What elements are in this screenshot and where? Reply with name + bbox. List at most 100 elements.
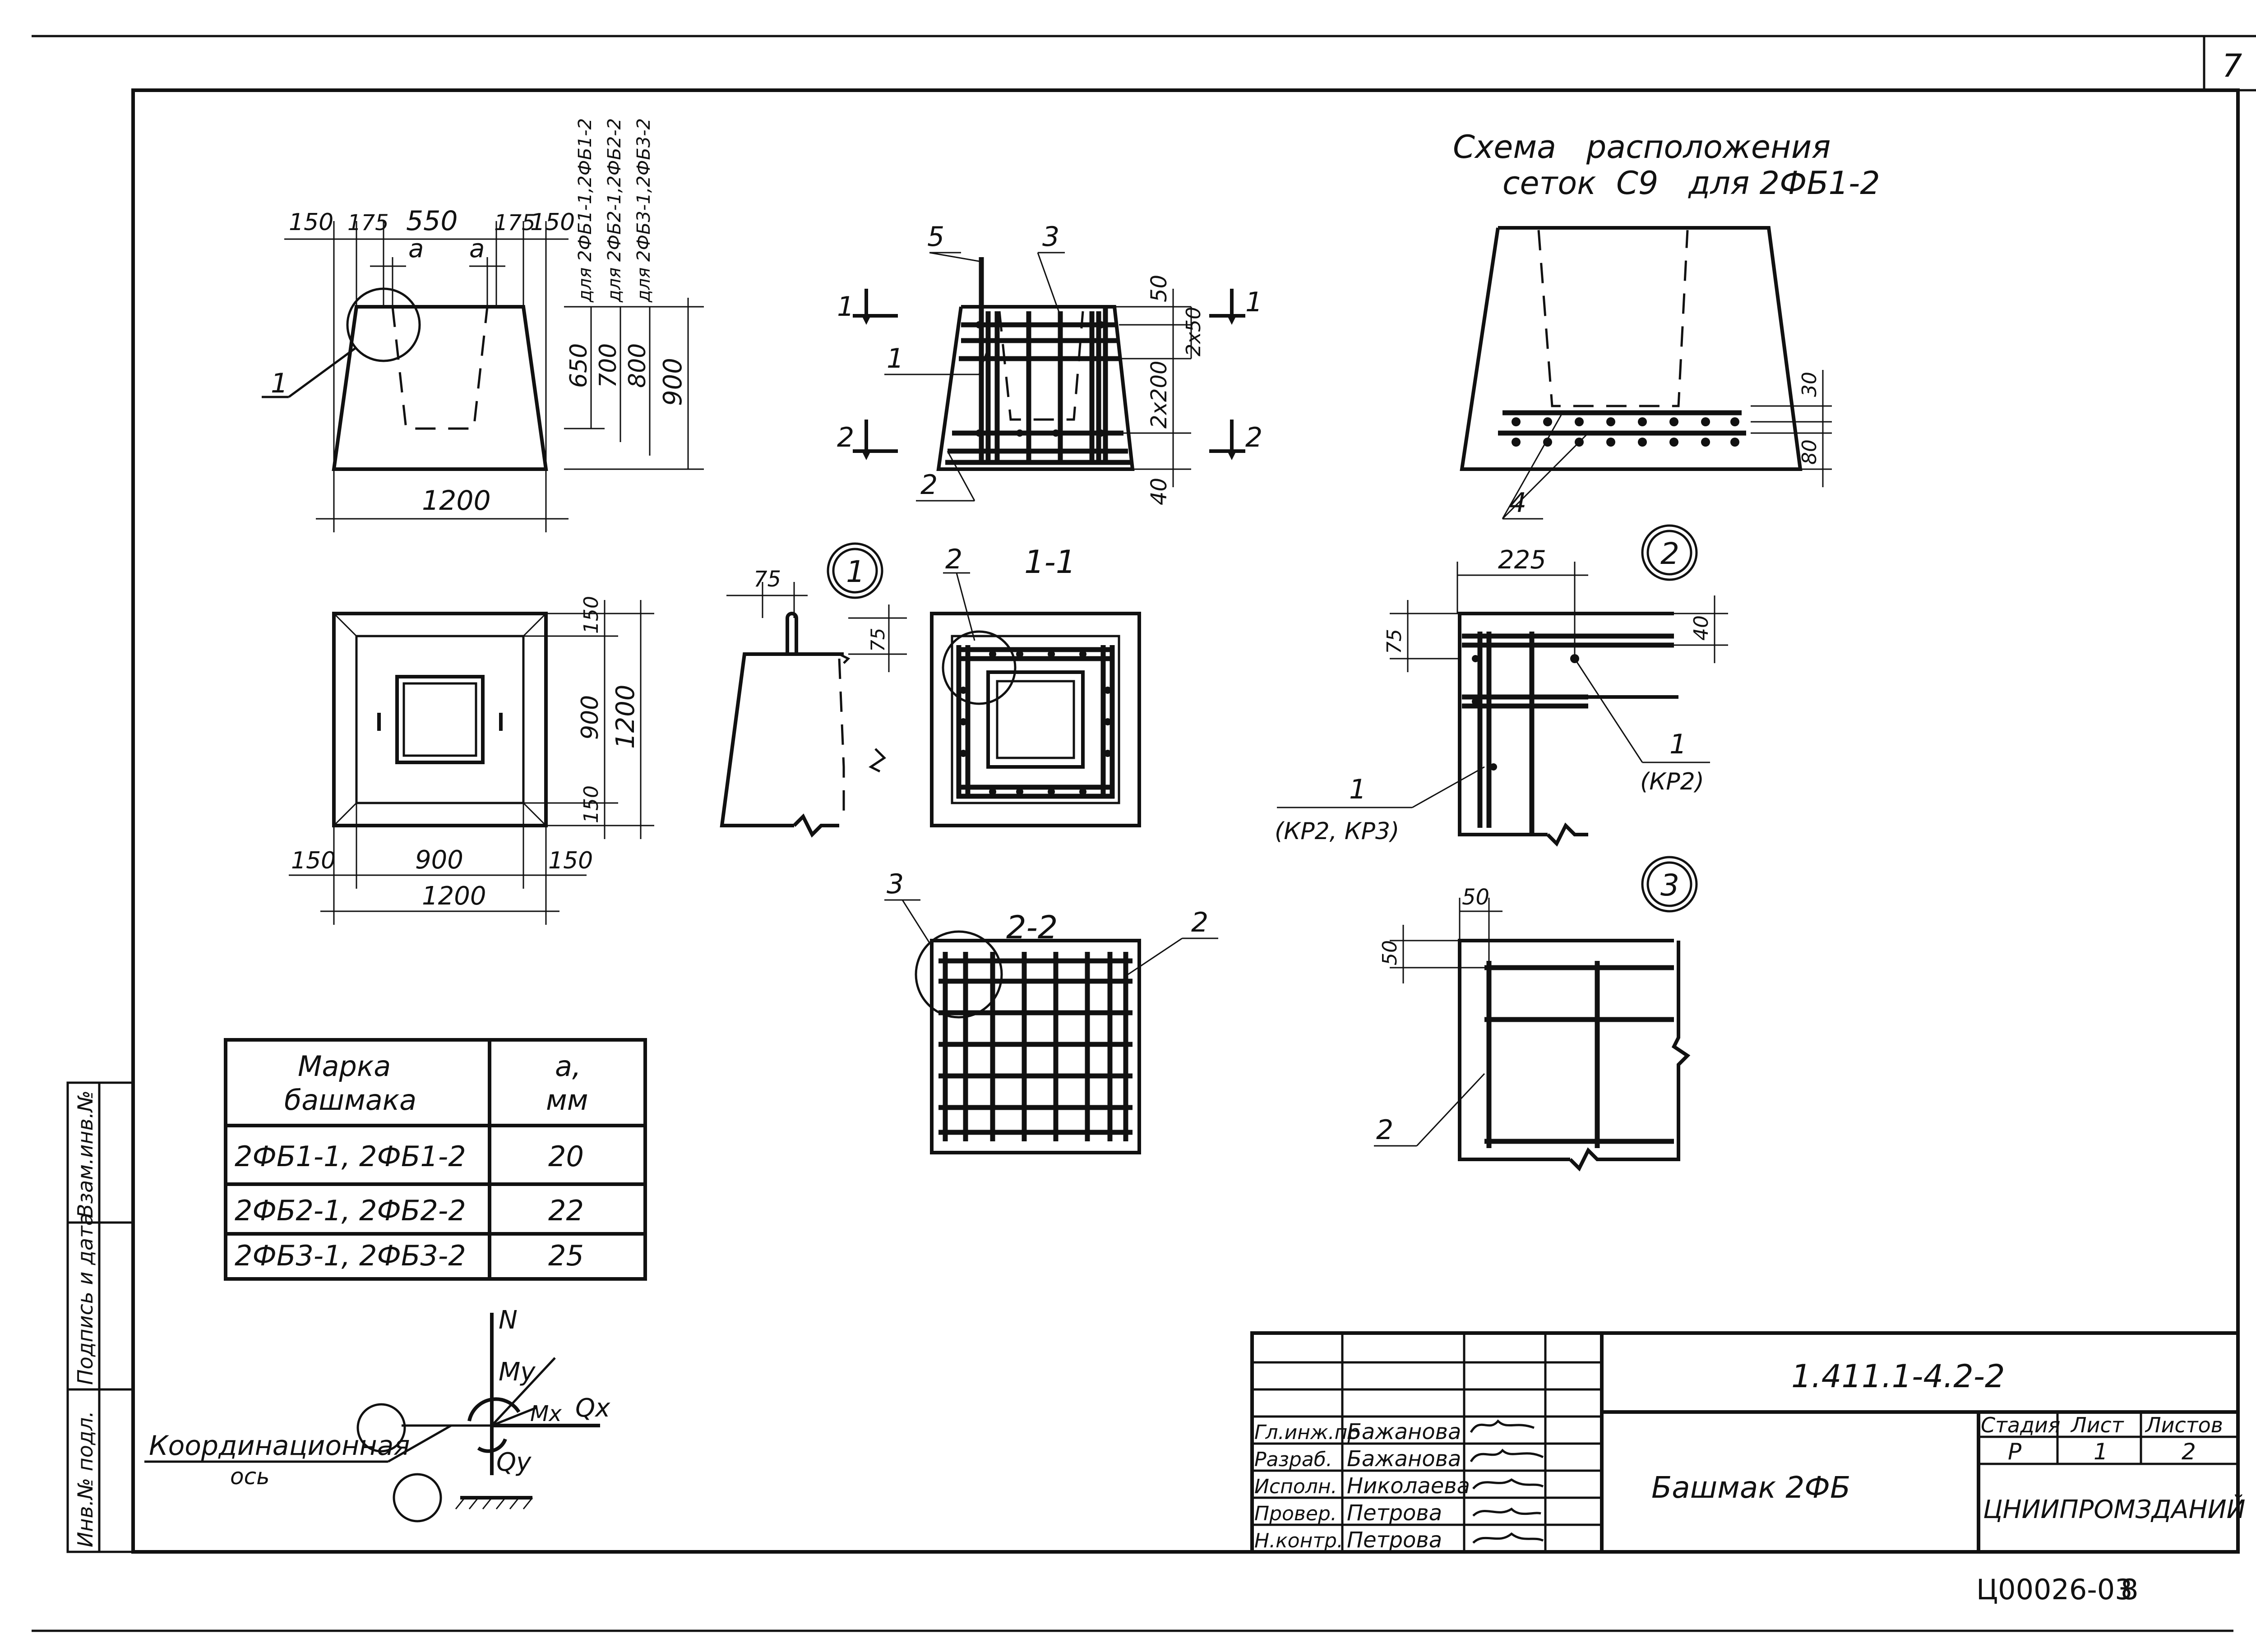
detail-marker-1-label: 1 (846, 554, 865, 589)
section-1-1: 1-1 2 (930, 544, 1141, 827)
signer-name-3: Николаева (1347, 1473, 1470, 1499)
detail-marker-2-label: 2 (1660, 536, 1679, 571)
callout-1-rebar: 1 (887, 343, 904, 374)
mesh-dim-30: 30 (1798, 372, 1821, 397)
detail-marker-3-inner (1646, 861, 1692, 907)
dim-top-175b: 175 (494, 210, 536, 235)
rebar-section: 1 2 1 2 5 3 1 2 (837, 221, 1262, 505)
section-2-2: 2-2 3 2 (884, 868, 1218, 1154)
callout-1: 1 (271, 368, 288, 399)
sheet-value: 1 (2094, 1439, 2108, 1465)
margin-label-sign: Подпись и дата (73, 1213, 97, 1385)
detail-marker-3-outer (1641, 856, 1698, 913)
gap-label-a-left: а (408, 234, 424, 263)
archive-page: 8 (2121, 1573, 2138, 1606)
detail2-callout-b-sub: (КР2) (1640, 768, 1704, 795)
dim-top-175a: 175 (347, 210, 389, 235)
plan-bottom-150a: 150 (291, 847, 336, 874)
callout-3: 3 (1042, 221, 1059, 253)
cut-1-right: 1 (1245, 286, 1262, 318)
page-number-top: 7 (2222, 47, 2242, 84)
mesh-title-line1: Схема расположения (1453, 129, 1831, 166)
detail2-callout-a: 1 (1349, 774, 1366, 805)
sheet-header: Лист (2070, 1413, 2124, 1437)
archive-code: Ц00026-03 (1976, 1573, 2133, 1606)
dim-50: 50 (1146, 275, 1172, 302)
section11-callout-2: 2 (945, 544, 962, 575)
margin-label-replace: Взам.инв.№ (73, 1090, 97, 1218)
table-header-mark-l1: Марка (298, 1050, 391, 1083)
cut-2-left: 2 (837, 422, 854, 453)
height-650: 650 (565, 343, 592, 388)
detail-circle-3 (915, 930, 1003, 1019)
callout-5: 5 (927, 221, 944, 253)
detail-1: 1 75 75 (720, 542, 907, 838)
signer-role-1: Гл.инж.пр (1254, 1421, 1360, 1444)
signer-role-4: Провер. (1254, 1502, 1337, 1525)
plan-bottom-150b: 150 (548, 847, 593, 874)
signer-role-5: Н.контр. (1254, 1529, 1343, 1552)
detail-circle-2 (942, 630, 1017, 705)
signer-name-1: Бажанова (1347, 1419, 1461, 1444)
detail3-callout-2: 2 (1376, 1114, 1393, 1146)
marks-table: Марка башмака а, мм 2ФБ1-1, 2ФБ1-2 20 2Ф… (224, 1038, 647, 1281)
height-note-1: для 2ФБ1-1,2ФБ1-2 (575, 118, 596, 303)
sheets-header: Листов (2145, 1413, 2223, 1437)
detail2-dim-75: 75 (1383, 629, 1406, 654)
dim-top-550: 550 (406, 205, 458, 237)
signer-role-3: Исполн. (1254, 1475, 1337, 1498)
plan-right-1200: 1200 (611, 684, 640, 749)
plan-right-150a: 150 (580, 596, 603, 634)
gap-label-a-right: а (469, 234, 485, 263)
axis-My: My (499, 1357, 536, 1387)
detail2-callout-a-sub: (КР2, КР3) (1275, 818, 1399, 845)
callout-4: 4 (1509, 487, 1526, 519)
section11-title: 1-1 (1024, 544, 1076, 581)
axis-Qy: Qy (496, 1448, 532, 1477)
detail-marker-1-outer (827, 542, 883, 599)
signatures (1470, 1419, 1544, 1544)
stage-header: Стадия (1981, 1413, 2060, 1437)
dim-top-150a: 150 (289, 209, 333, 236)
detail-marker-3-label: 3 (1660, 868, 1679, 903)
table-header-mark-l2: башмака (284, 1084, 416, 1117)
table-row-2-mark: 2ФБ2-1, 2ФБ2-2 (235, 1194, 466, 1227)
dim-2x200: 2х200 (1146, 360, 1172, 429)
cut-2-right: 2 (1245, 422, 1262, 453)
detail2-callout-b: 1 (1669, 729, 1687, 760)
signer-name-4: Петрова (1347, 1500, 1442, 1526)
detail1-dim-75-side: 75 (867, 628, 889, 652)
left-margin-strip: Инв.№ подл. Подпись и дата Взам.инв.№ (66, 1081, 133, 1553)
mesh-scheme: Схема расположения сеток С9 для 2ФБ1-2 3… (1453, 129, 1880, 520)
plan-right-150b: 150 (580, 785, 603, 823)
detail2-dim-40: 40 (1690, 615, 1713, 641)
detail-marker-1-inner (832, 548, 878, 594)
height-note-3: для 2ФБ3-1,2ФБ3-2 (633, 118, 654, 303)
stage-value: Р (2008, 1439, 2022, 1465)
mesh-dim-80: 80 (1798, 439, 1821, 465)
table-header-a-l1: а, (555, 1050, 581, 1083)
plan-view: 150 900 150 1200 150 900 150 1200 (289, 596, 654, 925)
height-700: 700 (595, 343, 622, 388)
width-1200: 1200 (422, 485, 491, 517)
sheet-frame (32, 35, 2256, 1632)
table-header-a-l2: мм (546, 1084, 588, 1117)
height-note-2: для 2ФБ2-1,2ФБ2-2 (604, 118, 625, 303)
detail3-dim-50-top: 50 (1462, 885, 1489, 910)
sheets-value: 2 (2182, 1439, 2196, 1465)
detail-marker-2-inner (1646, 530, 1692, 576)
cut-1-left: 1 (837, 291, 854, 323)
detail2-dim-225: 225 (1498, 545, 1546, 575)
table-row-2-a: 22 (548, 1194, 584, 1227)
section22-callout-2: 2 (1191, 907, 1208, 938)
doc-number: 1.411.1-4.2-2 (1791, 1358, 2005, 1395)
axis-N: N (499, 1306, 518, 1335)
height-800: 800 (624, 343, 651, 388)
axes-diagram: N My Mx Qx Qy Координационная ось (144, 1306, 610, 1523)
front-view: 1 150 175 550 175 150 а а (262, 118, 704, 532)
axis-Qx: Qx (575, 1394, 610, 1423)
signer-name-2: Бажанова (1347, 1446, 1461, 1472)
detail1-dim-75-top: 75 (754, 567, 781, 592)
height-900: 900 (658, 358, 688, 406)
signer-role-2: Разраб. (1254, 1448, 1332, 1471)
